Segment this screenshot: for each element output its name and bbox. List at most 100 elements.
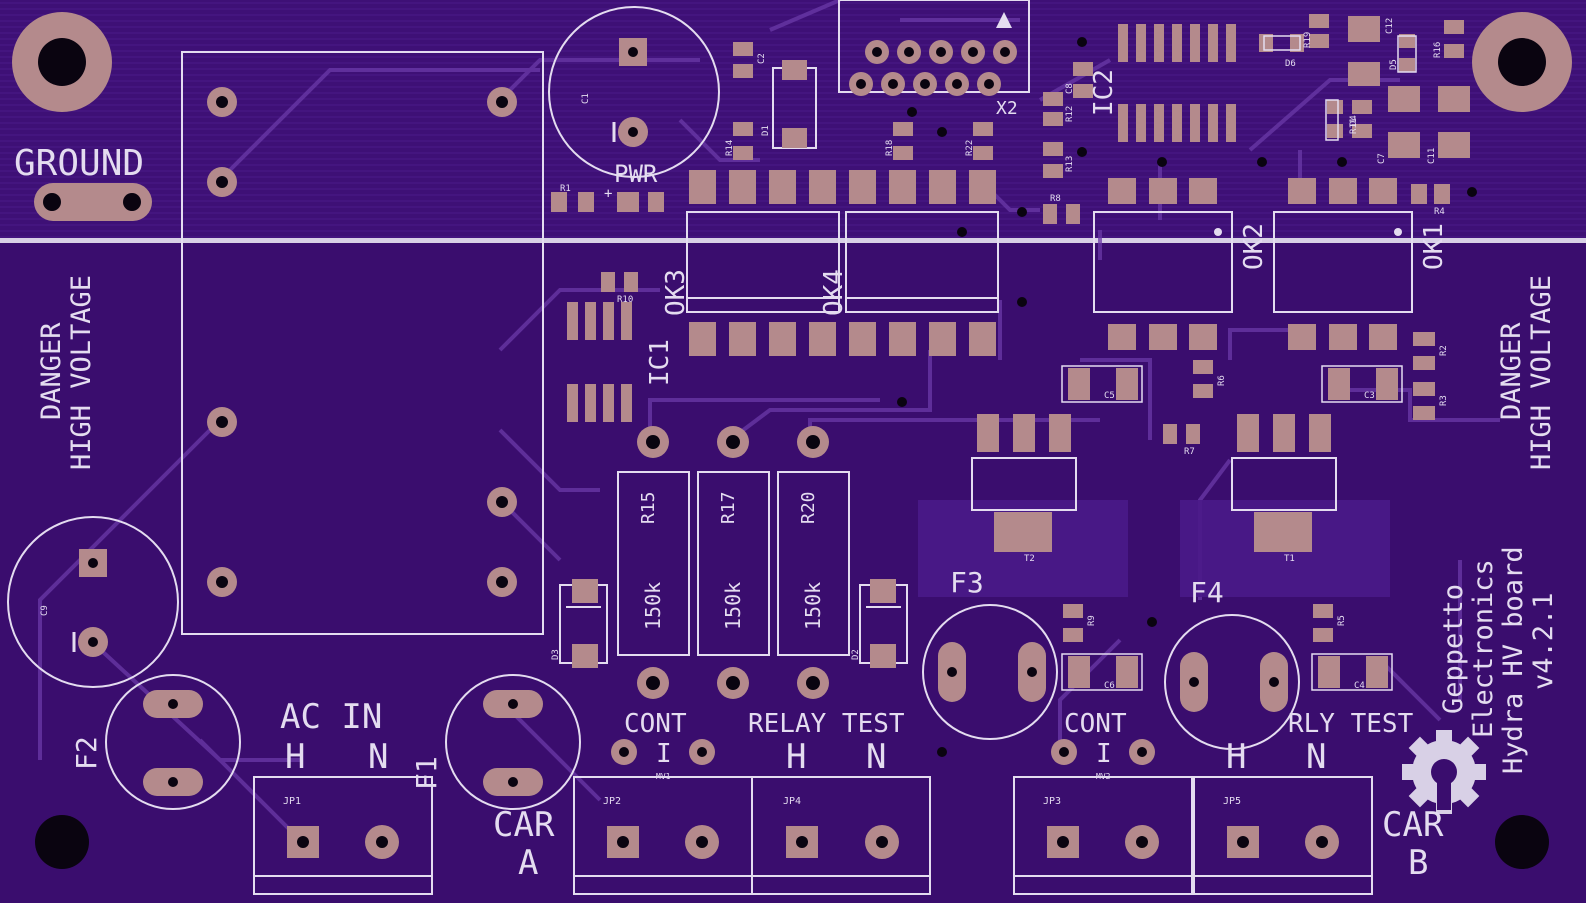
f3-label: F3: [950, 566, 984, 599]
jp4-label: JP4: [783, 796, 801, 807]
r14-label: R14: [725, 140, 735, 156]
ok4-label: OK4: [819, 269, 849, 316]
diode-d1: [772, 60, 817, 149]
silk-smd-outlines: [1061, 35, 1417, 691]
r2-label: R2: [1439, 345, 1449, 356]
c2-label: C2: [757, 53, 767, 64]
relay-test-label: RELAY TEST: [748, 709, 905, 739]
terminal-jp1[interactable]: [253, 776, 433, 895]
d6-label: D6: [1285, 59, 1296, 69]
n-b-label: N: [1306, 737, 1326, 777]
capacitor-c9: [7, 516, 179, 688]
mounting-hole-icon: [1498, 38, 1546, 86]
ic1-label: IC1: [645, 339, 675, 386]
f1-label: F1: [410, 756, 443, 790]
ok2-ok1-pads: [1108, 178, 1397, 350]
ok3-label: OK3: [661, 269, 691, 316]
relay-footprint: [181, 51, 544, 635]
ac-h-label: H: [285, 737, 305, 777]
c1-label: C1: [581, 93, 591, 104]
mv1-label: MV1: [656, 772, 671, 781]
r1-label: R1: [560, 184, 571, 194]
h-a-label: H: [786, 737, 806, 777]
c7-label: C7: [1377, 153, 1387, 164]
r20-label: R20: [798, 491, 819, 524]
car-a-line1: CAR: [493, 805, 555, 845]
power-resistors: [617, 426, 850, 699]
mounting-holes: [12, 12, 1572, 869]
mv2-label: MV2: [1096, 772, 1111, 781]
pwr-label: PWR: [614, 160, 658, 188]
ground-connector[interactable]: [34, 183, 152, 221]
n-a-label: N: [866, 737, 886, 777]
ic1: [567, 302, 632, 422]
r18-label: R18: [885, 140, 895, 156]
ic2-label: IC2: [1089, 69, 1119, 116]
r15-value: 150k: [641, 582, 665, 630]
c12-label: C12: [1385, 18, 1395, 34]
terminal-jp3[interactable]: [1013, 776, 1193, 895]
r16-label: R16: [1433, 42, 1443, 58]
terminal-pads: [287, 825, 1339, 859]
fuse-f4: [1164, 614, 1300, 750]
jp3-label: JP3: [1043, 796, 1061, 807]
jp1-label: JP1: [283, 796, 301, 807]
fuse-f2: [105, 674, 241, 810]
r4-label: R4: [1434, 207, 1445, 217]
car-a-line2: A: [518, 843, 538, 883]
diode-d3: [559, 579, 608, 668]
c4-label: C4: [1354, 681, 1365, 691]
danger-right-line2: HIGH VOLTAGE: [1526, 275, 1557, 470]
optocoupler-ok3-ok4: [686, 211, 999, 313]
jp2-label: JP2: [603, 796, 621, 807]
r8-label: R8: [1050, 194, 1061, 204]
ground-label: GROUND: [14, 143, 144, 184]
c11-label: C11: [1427, 148, 1437, 164]
isolation-line: [0, 238, 1586, 243]
transistor-t1: [1231, 414, 1337, 552]
credit-line2: Electronics: [1468, 559, 1499, 738]
h-b-label: H: [1226, 737, 1246, 777]
rly-test-label: RLY TEST: [1288, 709, 1414, 739]
ok2-label: OK2: [1239, 223, 1269, 270]
terminal-jp4[interactable]: [751, 776, 931, 895]
d4-label: D4: [1349, 115, 1359, 126]
c9-label: C9: [40, 605, 50, 616]
credit-line3: Hydra HV board: [1498, 546, 1529, 774]
r15-label: R15: [638, 491, 659, 524]
connector-x2[interactable]: [838, 0, 1030, 96]
c3-label: C3: [1364, 391, 1375, 401]
ac-n-label: N: [368, 737, 388, 777]
pwr-polarity: +: [604, 186, 612, 202]
capacitor-c1: [548, 6, 720, 178]
r3-label: R3: [1439, 395, 1449, 406]
terminal-jp5[interactable]: [1193, 776, 1373, 895]
optocoupler-ok2-ok1: [1093, 211, 1413, 313]
switch-b-mark: I: [1096, 739, 1112, 769]
c8-label: C8: [1065, 83, 1075, 94]
version-label: v4.2.1: [1528, 592, 1559, 690]
fuse-f3: [922, 604, 1058, 740]
r12-label: R12: [1065, 106, 1075, 122]
f2-label: F2: [70, 736, 103, 770]
jp5-label: JP5: [1223, 796, 1241, 807]
ic2: [1118, 24, 1236, 142]
transistor-t2: [971, 414, 1077, 552]
cont-b-label: CONT: [1064, 709, 1127, 739]
danger-left-line1: DANGER: [36, 322, 67, 420]
ac-in-label: AC IN: [280, 697, 382, 737]
r11-label: R11: [1349, 118, 1359, 134]
r5-label: R5: [1337, 615, 1347, 626]
cont-a-label: CONT: [624, 709, 687, 739]
danger-left-line2: HIGH VOLTAGE: [66, 275, 97, 470]
d3-label: D3: [551, 649, 561, 660]
car-b-line1: CAR: [1382, 805, 1444, 845]
x2-label: X2: [996, 98, 1018, 119]
mounting-hole-icon: [38, 38, 86, 86]
r13-label: R13: [1065, 156, 1075, 172]
r7-label: R7: [1184, 447, 1195, 457]
f4-label: F4: [1190, 576, 1224, 609]
t2-label: T2: [1024, 554, 1035, 564]
credit-line1: Geppetto: [1438, 584, 1469, 714]
